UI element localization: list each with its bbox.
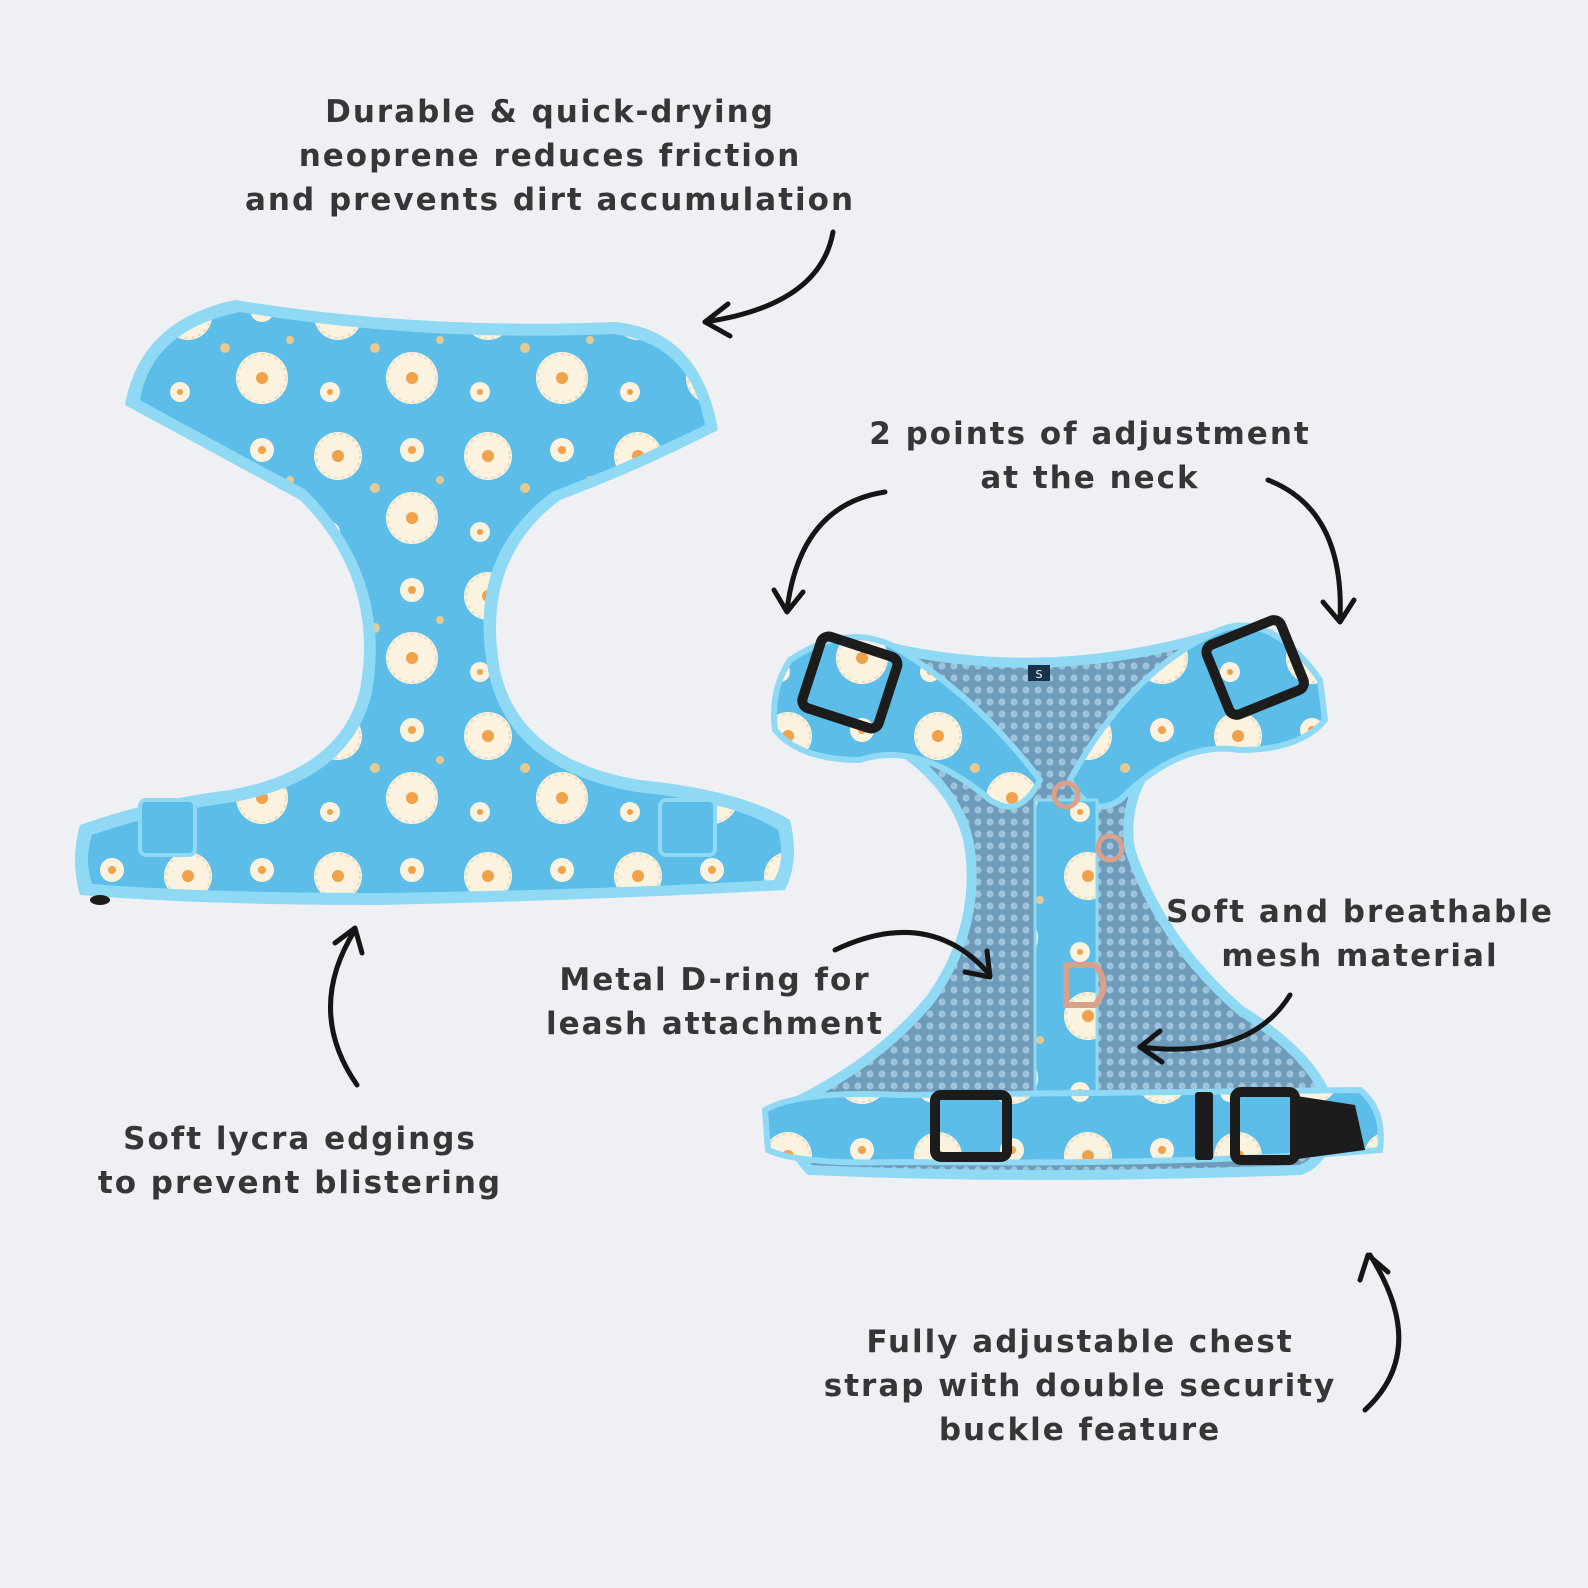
arrow-chest-strap bbox=[1357, 1252, 1402, 1413]
callout-lycra-line-1: Soft lycra edgings bbox=[123, 1121, 477, 1157]
arrow-mesh bbox=[1137, 992, 1293, 1065]
callout-neck-adjust-line-1: 2 points of adjustment bbox=[869, 416, 1311, 452]
callout-mesh-line-2: mesh material bbox=[1221, 938, 1499, 974]
callout-lycra: Soft lycra edgings to prevent blistering bbox=[90, 1117, 510, 1205]
release-buckle-strap bbox=[1195, 1092, 1213, 1160]
o-ring bbox=[1095, 833, 1125, 863]
center-strap bbox=[1033, 798, 1099, 1102]
d-ring-icon bbox=[1063, 962, 1107, 1008]
callout-lycra-line-2: to prevent blistering bbox=[97, 1165, 503, 1201]
callout-neoprene-line-2: neoprene reduces friction bbox=[298, 138, 802, 174]
callout-mesh: Soft and breathable mesh material bbox=[1150, 890, 1570, 978]
callout-neck-adjust: 2 points of adjustment at the neck bbox=[840, 412, 1340, 500]
arrow-lycra bbox=[328, 925, 365, 1088]
callout-dring: Metal D-ring for leash attachment bbox=[535, 958, 895, 1046]
callout-chest-strap-line-1: Fully adjustable chest bbox=[866, 1324, 1294, 1360]
neck-strap-right bbox=[1066, 622, 1329, 810]
callout-chest-strap-line-2: strap with double security bbox=[823, 1368, 1337, 1404]
arrow-dring bbox=[832, 930, 993, 980]
callout-dring-line-1: Metal D-ring for bbox=[559, 962, 871, 998]
arrow-neck-right bbox=[1265, 477, 1357, 625]
size-tag bbox=[1028, 665, 1050, 681]
neck-slider-left bbox=[797, 631, 903, 734]
callout-mesh-line-1: Soft and breathable bbox=[1166, 894, 1554, 930]
o-ring bbox=[1051, 780, 1081, 810]
harness-back-view bbox=[75, 300, 794, 905]
callout-neoprene: Durable & quick-drying neoprene reduces … bbox=[186, 90, 914, 222]
strap-loop bbox=[658, 798, 717, 857]
harness-back-fabric bbox=[88, 312, 782, 893]
callout-chest-strap: Fully adjustable chest strap with double… bbox=[800, 1320, 1360, 1452]
neck-strap-left bbox=[771, 634, 1044, 810]
callout-dring-line-2: leash attachment bbox=[545, 1006, 885, 1042]
callout-neck-adjust-line-2: at the neck bbox=[980, 460, 1200, 496]
callout-neoprene-line-3: and prevents dirt accumulation bbox=[244, 182, 856, 218]
size-tag-label: S bbox=[1036, 668, 1043, 681]
callout-chest-strap-line-3: buckle feature bbox=[938, 1412, 1222, 1448]
neck-slider-right bbox=[1201, 615, 1309, 720]
arrow-neck-left bbox=[771, 489, 888, 615]
callout-neoprene-line-1: Durable & quick-drying bbox=[325, 94, 775, 130]
harness-front-view: S bbox=[761, 615, 1384, 1180]
release-buckle-clip bbox=[1290, 1095, 1365, 1160]
chest-strap bbox=[761, 1086, 1384, 1166]
arrow-neoprene bbox=[702, 229, 836, 339]
strap-loop bbox=[138, 798, 197, 857]
chest-slider bbox=[930, 1090, 1012, 1162]
